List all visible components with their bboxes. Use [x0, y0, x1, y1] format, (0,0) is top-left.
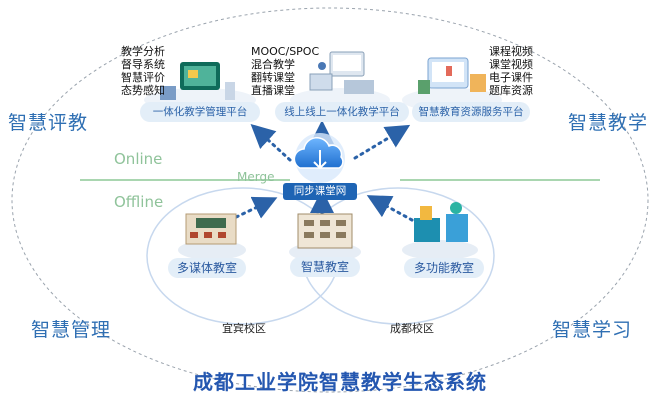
- arrow-left-room: [228, 196, 278, 222]
- feature-item: 电子课件: [489, 71, 533, 84]
- multimedia-classroom-illustration: [178, 213, 246, 260]
- corner-label-learning: 智慧学习: [552, 319, 633, 341]
- sync-classroom-network-label: 同步课堂网: [283, 183, 357, 200]
- classroom-label-smart: 智慧教室: [290, 257, 360, 277]
- campus-label-chengdu: 成都校区: [390, 322, 434, 335]
- cloud-icon: [293, 133, 345, 183]
- feature-item: 智慧评价: [121, 71, 165, 84]
- feature-item: 教学分析: [121, 45, 165, 58]
- classroom-label-multifunction: 多功能教室: [404, 258, 484, 278]
- smart-classroom-illustration: [289, 213, 361, 262]
- feature-item: 课程视频: [489, 45, 533, 58]
- feature-item: 翻转课堂: [251, 71, 295, 84]
- feature-item: 督导系统: [121, 58, 165, 71]
- management-features: 教学分析 督导系统 智慧评价 态势感知: [121, 45, 165, 97]
- classroom-label-multimedia: 多谋体教室: [168, 258, 246, 278]
- multifunction-classroom-illustration: [402, 202, 478, 260]
- feature-item: 混合教学: [251, 58, 295, 71]
- diagram-title: 成都工业学院智慧教学生态系统: [193, 370, 487, 394]
- offline-label: Offline: [114, 193, 164, 211]
- feature-item: 课堂视频: [489, 58, 533, 71]
- feature-item: 题库资源: [489, 84, 533, 97]
- platform-pill-online: 线上线上一体化教学平台: [275, 102, 409, 122]
- feature-item: MOOC/SPOC: [251, 45, 320, 58]
- feature-item: 态势感知: [121, 84, 165, 97]
- resource-features: 课程视频 课堂视频 电子课件 题库资源: [489, 45, 533, 97]
- online-features: MOOC/SPOC 混合教学 翻转课堂 直播课堂: [251, 45, 319, 97]
- arrow-to-left-platform: [250, 123, 292, 162]
- arrow-to-right-platform: [353, 124, 411, 160]
- corner-label-teaching: 智慧教学: [568, 112, 649, 134]
- corner-label-management: 智慧管理: [31, 319, 112, 341]
- merge-label: Merge: [237, 170, 275, 184]
- platform-pill-resources: 智慧教育资源服务平台: [412, 102, 530, 122]
- corner-label-evaluation: 智慧评教: [8, 112, 89, 134]
- feature-item: 直播课堂: [251, 84, 295, 97]
- arrow-right-room: [366, 195, 414, 222]
- platform-pill-management: 一体化教学管理平台: [140, 102, 260, 122]
- campus-label-yibin: 宜宾校区: [222, 322, 266, 335]
- online-label: Online: [114, 150, 163, 168]
- outer-ellipse: [11, 7, 649, 393]
